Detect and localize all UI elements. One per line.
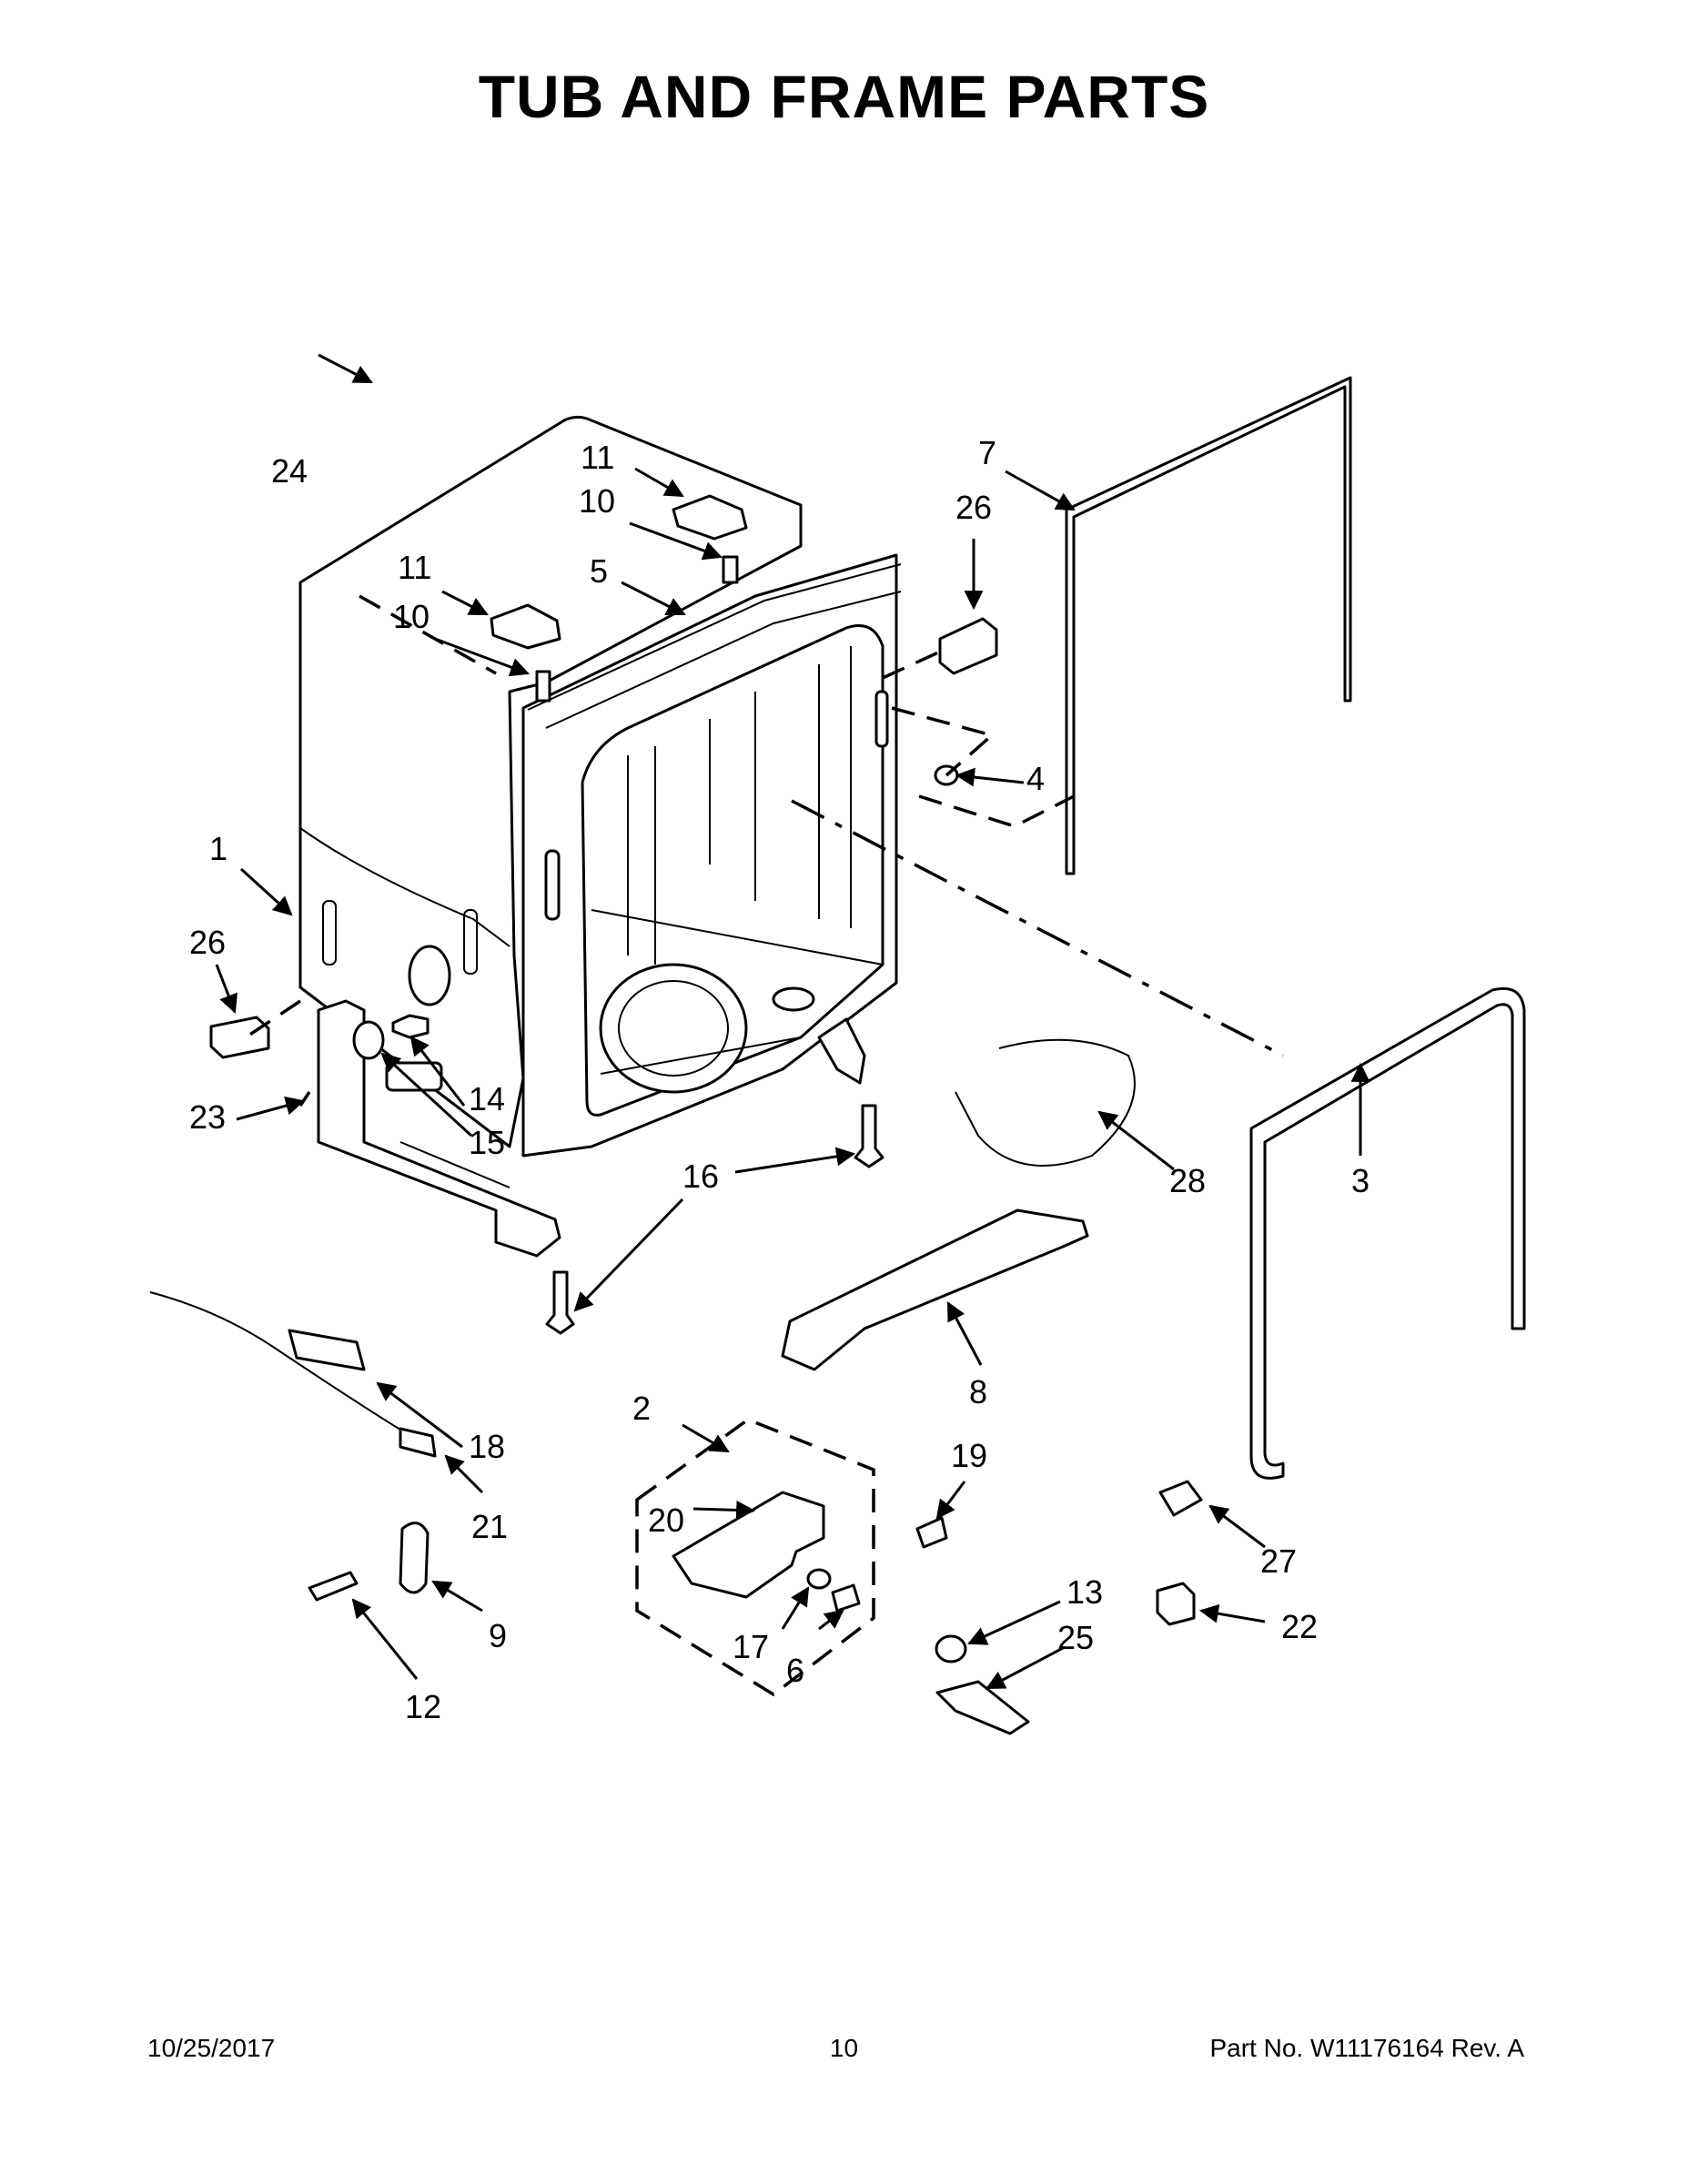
screw-part-14 bbox=[391, 1014, 430, 1039]
screw-part-10-front bbox=[535, 670, 551, 703]
callout-14: 14 bbox=[469, 1080, 505, 1117]
cable-part-21 bbox=[149, 1291, 415, 1439]
callout-27: 27 bbox=[1260, 1542, 1297, 1580]
tub-gasket-part-3 bbox=[1249, 986, 1526, 1480]
washer-part-17 bbox=[806, 1568, 832, 1590]
bracket-part-9 bbox=[399, 1522, 430, 1594]
callout-20: 20 bbox=[648, 1502, 684, 1539]
callout-23: 23 bbox=[189, 1098, 226, 1136]
bolt-part-12 bbox=[308, 1571, 359, 1602]
callout-21: 21 bbox=[471, 1508, 508, 1545]
callout-10-rear: 10 bbox=[579, 482, 615, 520]
callout-10-front: 10 bbox=[393, 598, 430, 635]
callout-19: 19 bbox=[951, 1437, 987, 1474]
callout-26-upper: 26 bbox=[955, 489, 992, 526]
footer-part-number: Part No. W11176164 Rev. A bbox=[1209, 2034, 1524, 2062]
hinge-part-11-rear bbox=[672, 494, 748, 541]
assembly-boundary-part-2 bbox=[635, 1418, 875, 1697]
thermostat-part-13 bbox=[935, 1634, 967, 1663]
callout-11-front: 11 bbox=[398, 549, 431, 586]
callout-17: 17 bbox=[733, 1628, 769, 1665]
callout-22: 22 bbox=[1281, 1608, 1318, 1645]
part-27 bbox=[1158, 1480, 1203, 1517]
tub-assembly bbox=[298, 415, 902, 1258]
gear-part-15 bbox=[352, 1020, 385, 1060]
screw-part-6 bbox=[831, 1583, 861, 1613]
screw-part-10-rear bbox=[722, 555, 739, 584]
callout-5: 5 bbox=[590, 552, 608, 590]
callout-13: 13 bbox=[1066, 1573, 1103, 1611]
callout-1: 1 bbox=[209, 830, 227, 867]
bracket-part-20 bbox=[672, 1491, 825, 1599]
callout-11-rear: 11 bbox=[581, 439, 614, 476]
callout-28: 28 bbox=[1169, 1162, 1206, 1199]
spring-part-18 bbox=[288, 1329, 366, 1371]
leveling-leg-part-16-rear bbox=[854, 1104, 884, 1168]
callout-18: 18 bbox=[469, 1428, 505, 1465]
wire-harness-part-28 bbox=[955, 1038, 1136, 1167]
callout-9: 9 bbox=[489, 1617, 507, 1654]
callout-26-left: 26 bbox=[189, 924, 226, 961]
callout-7: 7 bbox=[978, 434, 996, 471]
clip-part-26-left bbox=[209, 1016, 270, 1059]
callout-4: 4 bbox=[1026, 760, 1045, 797]
part-22 bbox=[1156, 1582, 1196, 1626]
callout-6: 6 bbox=[786, 1652, 804, 1689]
footer-page-number: 10 bbox=[829, 2034, 859, 2062]
callout-24: 24 bbox=[271, 452, 308, 490]
shield-part-8 bbox=[781, 1208, 1089, 1371]
page-title: TUB AND FRAME PARTS bbox=[478, 63, 1210, 130]
bracket-part-25 bbox=[935, 1680, 1030, 1735]
callout-15: 15 bbox=[469, 1124, 505, 1161]
callout-16: 16 bbox=[682, 1158, 719, 1195]
callout-8: 8 bbox=[969, 1373, 987, 1410]
callout-3: 3 bbox=[1351, 1162, 1370, 1199]
door-gasket-part-7 bbox=[1065, 376, 1352, 875]
screw-part-19 bbox=[915, 1516, 948, 1549]
leveling-leg-part-16-front bbox=[545, 1270, 575, 1335]
callout-12: 12 bbox=[405, 1688, 441, 1725]
hinge-part-11-front bbox=[490, 603, 561, 650]
clip-part-26-upper bbox=[938, 617, 998, 675]
callout-25: 25 bbox=[1057, 1619, 1094, 1656]
callout-2: 2 bbox=[632, 1390, 651, 1427]
footer-date: 10/25/2017 bbox=[147, 2034, 276, 2062]
